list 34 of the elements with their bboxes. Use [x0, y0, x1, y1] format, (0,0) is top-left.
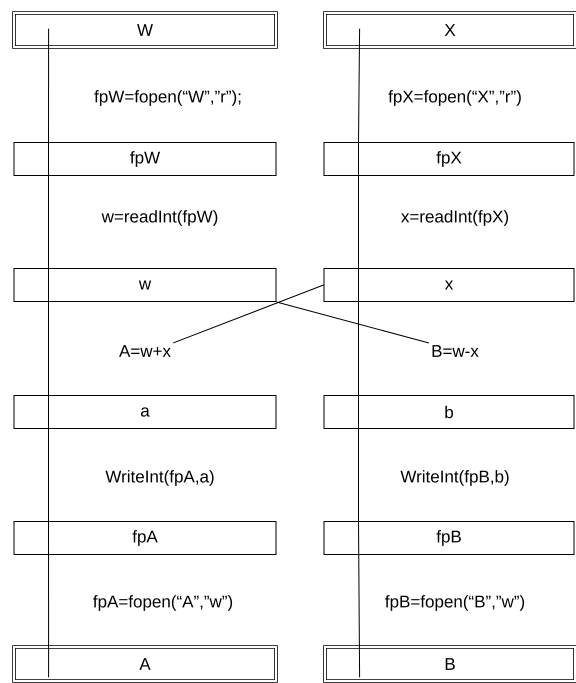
- code-statement: fpX=fopen(“X”,”r”): [388, 90, 521, 106]
- file-box: X: [323, 11, 576, 49]
- data-box: b: [324, 395, 574, 429]
- code-statement: WriteInt(fpB,b): [400, 470, 509, 486]
- data-box: a: [14, 395, 276, 429]
- data-box: fpX: [324, 142, 574, 176]
- data-box: w: [14, 268, 276, 302]
- data-box: fpB: [324, 521, 574, 555]
- connector-line: [48, 394, 49, 522]
- connector-line: [358, 520, 360, 678]
- connector-line: [358, 268, 359, 396]
- code-statement: B=w-x: [432, 345, 479, 357]
- code-statement: w=readInt(fpW): [102, 210, 218, 226]
- connector-line: [48, 142, 49, 268]
- code-statement: WriteInt(fpA,a): [105, 470, 214, 486]
- connector-line: [48, 268, 49, 396]
- connector-line: [48, 520, 50, 678]
- connector-line: [276, 302, 430, 344]
- code-statement: fpA=fopen(“A”,”w”): [93, 595, 232, 611]
- file-box: A: [12, 645, 278, 683]
- connector-line: [358, 394, 359, 522]
- connector-line: [358, 28, 360, 142]
- code-statement: A=w+x: [119, 345, 171, 357]
- code-statement: x=readInt(fpX): [401, 210, 508, 226]
- data-box: x: [324, 268, 574, 302]
- code-statement: fpW=fopen(“W”,”r”);: [94, 90, 240, 106]
- code-statement: fpB=fopen(“B”,”w”): [385, 595, 524, 611]
- connector-line: [358, 142, 359, 268]
- connector-line: [48, 28, 50, 142]
- file-box: B: [323, 645, 576, 683]
- data-box: fpA: [14, 521, 276, 555]
- data-box: fpW: [14, 142, 276, 176]
- connector-line: [172, 284, 324, 344]
- file-box: W: [12, 11, 278, 49]
